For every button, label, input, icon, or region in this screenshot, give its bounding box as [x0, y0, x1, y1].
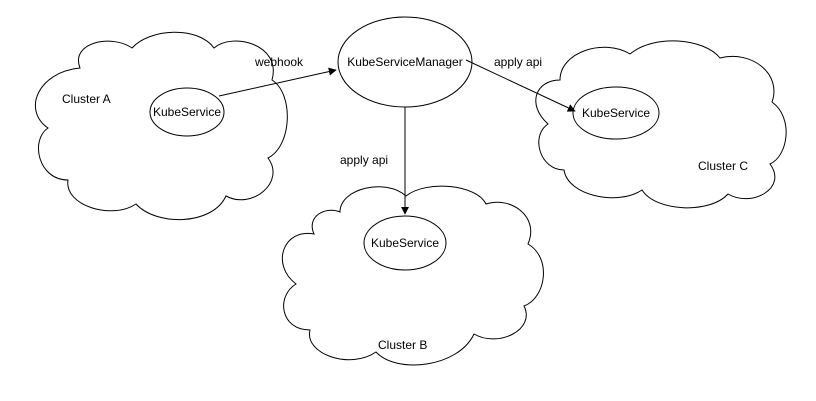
edges: webhook apply api apply api: [218, 55, 576, 215]
cluster-c: KubeService Cluster C: [535, 40, 787, 209]
edge-manager-to-c-label: apply api: [494, 55, 542, 69]
cluster-b-kubeservice-label: KubeService: [371, 236, 439, 250]
edge-manager-to-c: [465, 59, 576, 112]
cluster-c-kubeservice[interactable]: [572, 86, 660, 140]
cluster-b-cloud: [281, 185, 544, 366]
cluster-b-label: Cluster B: [378, 338, 427, 352]
cluster-a-kubeservice[interactable]: [149, 87, 225, 137]
cluster-a-label: Cluster A: [62, 92, 111, 106]
cluster-b: KubeService Cluster B: [281, 185, 544, 366]
cluster-c-cloud: [535, 40, 787, 209]
cluster-c-label: Cluster C: [698, 159, 748, 173]
cluster-a: Cluster A KubeService: [35, 31, 288, 221]
edge-a-to-manager: [218, 67, 337, 97]
edge-manager-to-b-label: apply api: [340, 153, 388, 167]
manager-node[interactable]: KubeServiceManager: [337, 16, 473, 108]
edge-a-to-manager-label: webhook: [254, 55, 304, 69]
cluster-a-kubeservice-label: KubeService: [153, 105, 221, 119]
cluster-c-kubeservice-label: KubeService: [582, 106, 650, 120]
cluster-b-kubeservice[interactable]: [363, 215, 447, 271]
manager-label: KubeServiceManager: [347, 55, 462, 69]
